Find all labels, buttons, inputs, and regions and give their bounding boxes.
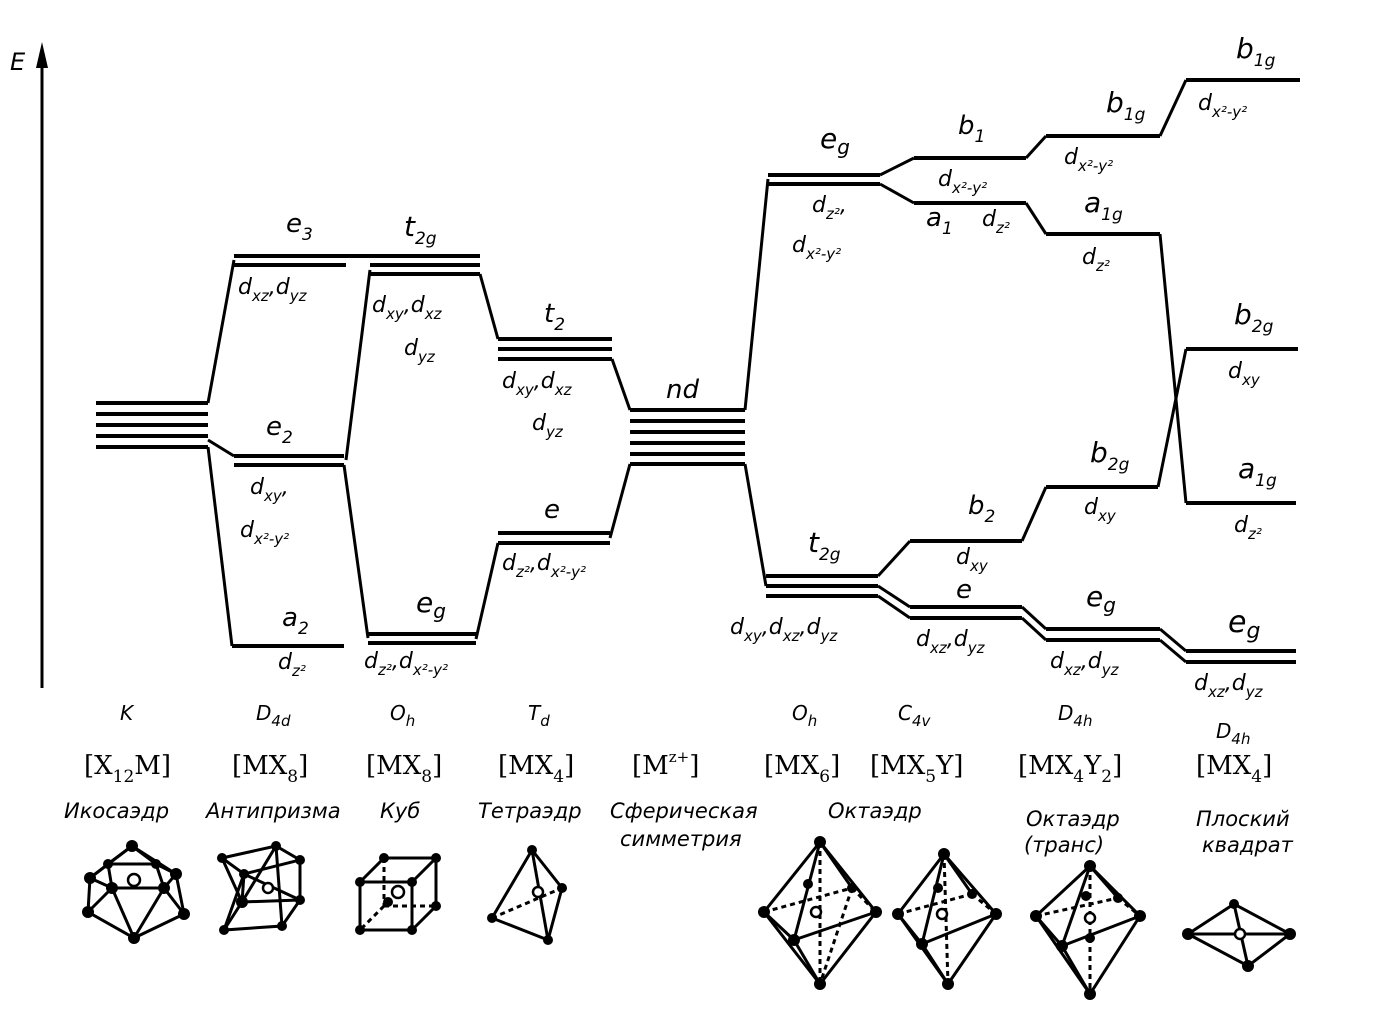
- oh-eg-symbol: eg: [820, 122, 850, 159]
- axis-arrow-icon: [36, 42, 48, 68]
- cube-t2g-symbol: t2g: [404, 210, 437, 249]
- sq-b1g-orbitals: dx²-y²: [1198, 91, 1247, 121]
- col-ico-formula: [X12M]: [84, 751, 171, 787]
- col-td-geometry: Тетраэдр: [478, 799, 582, 823]
- square-pyramid-drawing: [892, 848, 1002, 990]
- icosahedron-drawing: [82, 840, 190, 944]
- ico-degenerate-levels: [96, 401, 208, 449]
- col-c4v-formula: [MX5Y]: [870, 751, 963, 787]
- cube-eg-orbitals: dz²,dx²-y²: [364, 649, 448, 679]
- col-anti-formula: [MX8]: [232, 751, 308, 787]
- oh-eg-orbitals-line2: dx²-y²: [792, 233, 841, 263]
- e3-orbitals: dxz,dyz: [238, 275, 308, 305]
- col-cube-geometry: Куб: [380, 799, 420, 823]
- c4v-b2-orbitals: dxy: [956, 545, 989, 575]
- cube-t2g-orbitals-line1: dxy,dxz: [372, 293, 443, 323]
- e2-orbitals-line2: dx²-y²: [240, 518, 289, 548]
- level-lines: [96, 78, 1300, 664]
- polyhedra: [82, 836, 1296, 1000]
- col-cube-formula: [MX8]: [366, 751, 442, 787]
- trans-a1g-symbol: a1g: [1084, 186, 1123, 225]
- td-t2-symbol: t2: [544, 299, 565, 335]
- sq-a1g-orbitals: dz²: [1234, 513, 1262, 543]
- oh-t2g-orbitals: dxy,dxz,dyz: [730, 615, 838, 645]
- col-td-group: Td: [528, 701, 550, 730]
- col-trans-formula: [MX4Y2]: [1018, 751, 1122, 787]
- trans-eg-orbitals: dxz,dyz: [1050, 649, 1120, 679]
- octahedron-drawing: [758, 836, 882, 990]
- col-anti-group: D4d: [256, 701, 291, 730]
- col-sq-geometry-line1: Плоский: [1196, 807, 1290, 831]
- square-planar-drawing: [1182, 899, 1296, 972]
- oh-t2g-symbol: t2g: [808, 526, 841, 565]
- e2-orbitals-line1: dxy,: [250, 475, 289, 505]
- sq-b1g-symbol: b1g: [1236, 32, 1276, 71]
- sq-b2g-symbol: b2g: [1234, 298, 1274, 337]
- col-anti-geometry: Антипризма: [204, 799, 341, 823]
- sq-b2g-orbitals: dxy: [1228, 359, 1261, 389]
- trans-b1g-orbitals: dx²-y²: [1064, 145, 1113, 175]
- a2-symbol: a2: [282, 603, 309, 639]
- c4v-a1-symbol: a1: [926, 203, 953, 239]
- col-sq-geometry-line2: квадрат: [1202, 833, 1294, 857]
- c4v-b1-orbitals: dx²-y²: [938, 167, 987, 197]
- cube-eg-symbol: eg: [416, 586, 446, 623]
- c4v-e-orbitals: dxz,dyz: [916, 627, 986, 657]
- col-oh-formula: [MX6]: [764, 751, 840, 787]
- col-trans-geometry-line1: Октаэдр: [1026, 807, 1120, 831]
- oh-eg-orbitals-line1: dz²,: [812, 193, 847, 223]
- level-labels: e3 dxz,dyz e2 dxy, dx²-y² a2 dz² t2g dxy…: [238, 32, 1277, 701]
- a2-orbitals: dz²: [278, 650, 306, 680]
- col-td-formula: [MX4]: [498, 751, 574, 787]
- nd-label: nd: [666, 375, 699, 405]
- column-labels: K [X12M] Икосаэдр D4d [MX8] Антипризма O…: [64, 701, 1294, 857]
- col-ico-geometry: Икосаэдр: [64, 799, 169, 823]
- col-cube-group: Oh: [390, 701, 415, 730]
- nd-degenerate-levels: [630, 408, 745, 466]
- antiprism-drawing: [217, 841, 305, 935]
- sq-eg-orbitals: dxz,dyz: [1194, 671, 1264, 701]
- tetrahedron-drawing: [487, 845, 567, 945]
- e2-symbol: e2: [266, 412, 293, 448]
- col-sph-geometry-line1: Сферическая: [610, 799, 758, 823]
- td-e-symbol: e: [544, 495, 560, 525]
- trans-eg-symbol: eg: [1086, 580, 1116, 617]
- td-t2-orbitals-line2: dyz: [532, 411, 564, 441]
- e3-symbol: e3: [286, 209, 313, 245]
- col-ico-group: K: [120, 701, 135, 725]
- col-sph-formula: [Mz+]: [632, 748, 699, 781]
- trans-octahedron-drawing: [1030, 860, 1146, 1000]
- connector-lines: [206, 79, 1188, 664]
- col-trans-group: D4h: [1058, 701, 1092, 730]
- td-t2-orbitals-line1: dxy,dxz: [502, 369, 573, 399]
- cube-t2g-orbitals-line2: dyz: [404, 336, 436, 366]
- trans-a1g-orbitals: dz²: [1082, 245, 1110, 275]
- sq-a1g-symbol: a1g: [1238, 452, 1277, 491]
- col-oh-group: Oh: [792, 701, 817, 730]
- sq-eg-symbol: eg: [1228, 605, 1260, 644]
- c4v-e-symbol: e: [956, 575, 972, 605]
- trans-b2g-orbitals: dxy: [1084, 495, 1117, 525]
- col-oh-geometry: Октаэдр: [828, 799, 922, 823]
- td-e-orbitals: dz²,dx²-y²: [502, 551, 586, 581]
- col-trans-geometry-line2: (транс): [1024, 833, 1104, 857]
- axis-label: E: [10, 48, 26, 76]
- trans-b2g-symbol: b2g: [1090, 436, 1130, 475]
- cube-drawing: [355, 853, 441, 935]
- c4v-b2-symbol: b2: [968, 491, 995, 527]
- col-c4v-group: C4v: [898, 701, 932, 730]
- col-sq-formula: [MX4]: [1196, 751, 1272, 787]
- col-sq-group: D4h: [1216, 719, 1250, 748]
- c4v-a1-orbitals: dz²: [982, 207, 1010, 237]
- c4v-b1-symbol: b1: [958, 111, 985, 147]
- col-sph-geometry-line2: симметрия: [620, 827, 742, 851]
- energy-axis: E: [10, 42, 48, 688]
- trans-b1g-symbol: b1g: [1106, 86, 1146, 125]
